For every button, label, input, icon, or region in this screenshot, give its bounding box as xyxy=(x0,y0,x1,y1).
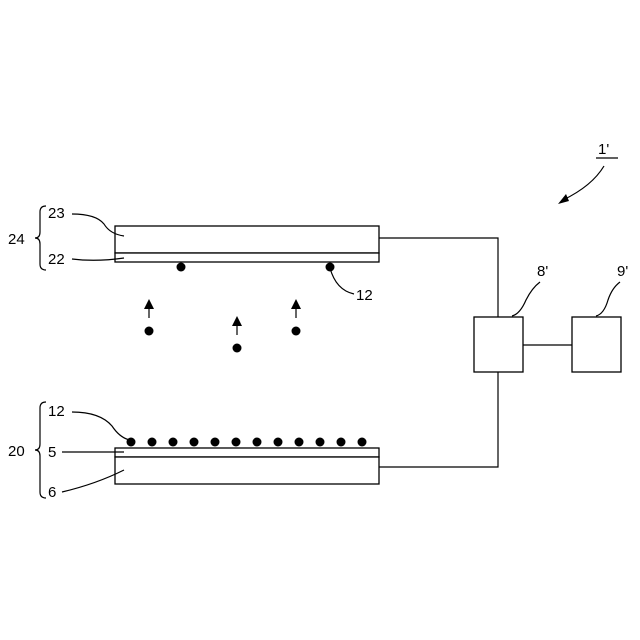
bracket-24 xyxy=(35,206,46,270)
deposited-particle xyxy=(169,438,178,447)
leader-8 xyxy=(512,282,540,316)
wire-top xyxy=(379,238,498,317)
bottom-layer-5 xyxy=(115,448,379,457)
label-ref-24: 24 xyxy=(8,231,25,248)
label-ref-8: 8' xyxy=(537,263,548,280)
floating-particle xyxy=(233,344,242,353)
deposited-particle xyxy=(211,438,220,447)
label-ref-22: 22 xyxy=(48,251,65,268)
bottom-layer-6 xyxy=(115,457,379,484)
deposited-particle xyxy=(190,438,199,447)
label-ref-23: 23 xyxy=(48,205,65,222)
ref-1-leader-arrow xyxy=(563,166,604,200)
label-ref-12-bottom: 12 xyxy=(48,403,65,420)
leader-12-bottom xyxy=(72,412,130,440)
label-ref-5: 5 xyxy=(48,444,56,461)
deposited-particle xyxy=(337,438,346,447)
bottom-electrode-assembly xyxy=(115,448,379,484)
deposited-particle xyxy=(148,438,157,447)
deposited-particle xyxy=(358,438,367,447)
floating-particle-group xyxy=(145,304,301,353)
box-8 xyxy=(474,317,523,372)
deposited-particle xyxy=(253,438,262,447)
top-layer-23 xyxy=(115,226,379,253)
top-electrode-assembly xyxy=(115,226,379,262)
deposited-particle xyxy=(274,438,283,447)
floating-particle xyxy=(145,327,154,336)
leader-12-top xyxy=(330,268,354,294)
top-layer-22 xyxy=(115,253,379,262)
attached-particle xyxy=(177,263,186,272)
label-ref-9: 9' xyxy=(617,263,628,280)
ref-1-arrowhead xyxy=(558,194,569,204)
label-ref-6: 6 xyxy=(48,484,56,501)
box-9 xyxy=(572,317,621,372)
wire-bottom xyxy=(379,372,498,467)
deposited-particle xyxy=(295,438,304,447)
deposited-particle xyxy=(316,438,325,447)
deposited-particle xyxy=(232,438,241,447)
label-ref-12-top: 12 xyxy=(356,287,373,304)
floating-particle xyxy=(292,327,301,336)
bottom-particle-row xyxy=(127,438,367,447)
leader-9 xyxy=(596,282,620,316)
label-ref-1: 1' xyxy=(598,141,609,158)
bracket-20 xyxy=(35,402,46,498)
label-ref-20: 20 xyxy=(8,443,25,460)
